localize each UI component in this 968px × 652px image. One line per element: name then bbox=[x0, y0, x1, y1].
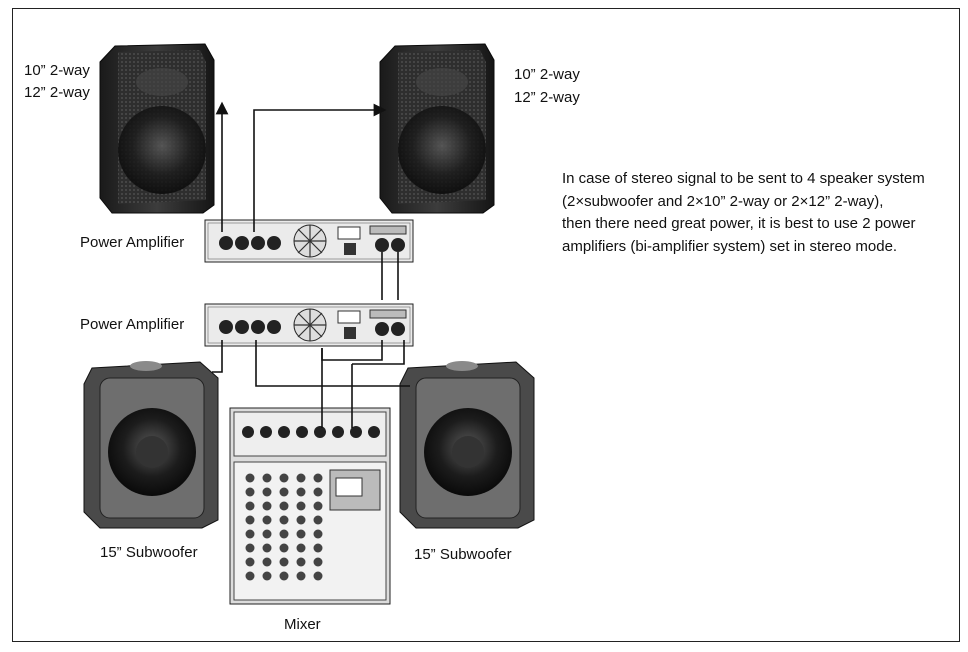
mixer-knob bbox=[313, 529, 323, 539]
mixer-jack bbox=[350, 426, 362, 438]
mixer-knob-grid bbox=[245, 473, 323, 581]
mixer-knob bbox=[296, 529, 306, 539]
power-amplifier-top bbox=[204, 219, 414, 263]
mixer bbox=[229, 407, 391, 605]
mixer-knob bbox=[279, 557, 289, 567]
mixer-knob bbox=[262, 543, 272, 553]
speaker-left-label-10in: 10” 2-way bbox=[24, 62, 90, 79]
mixer-knob bbox=[296, 501, 306, 511]
mixer-knob bbox=[262, 529, 272, 539]
mixer-knob bbox=[262, 501, 272, 511]
mixer-knob bbox=[262, 557, 272, 567]
mixer-knob bbox=[245, 571, 255, 581]
speaker-left-label-12in: 12” 2-way bbox=[24, 84, 90, 101]
mixer-knob bbox=[296, 571, 306, 581]
mixer-knob bbox=[279, 543, 289, 553]
mixer-knob bbox=[245, 557, 255, 567]
mixer-knob bbox=[313, 571, 323, 581]
diagram-frame bbox=[12, 8, 960, 642]
mixer-knob bbox=[313, 473, 323, 483]
cables bbox=[212, 101, 410, 428]
mixer-knob bbox=[313, 501, 323, 511]
mixer-knob bbox=[296, 557, 306, 567]
mixer-knob bbox=[279, 529, 289, 539]
mixer-knob bbox=[245, 529, 255, 539]
mixer-knob bbox=[296, 543, 306, 553]
speaker-right-label-10in: 10” 2-way bbox=[514, 66, 580, 83]
mixer-knob bbox=[262, 487, 272, 497]
mixer-knob bbox=[313, 515, 323, 525]
description-line: (2×subwoofer and 2×10” 2-way or 2×12” 2-… bbox=[562, 192, 884, 210]
mixer-knob bbox=[279, 487, 289, 497]
mixer-jack bbox=[296, 426, 308, 438]
mixer-knob bbox=[296, 487, 306, 497]
mixer-knob bbox=[262, 571, 272, 581]
mixer-jack bbox=[332, 426, 344, 438]
mixer-jack bbox=[242, 426, 254, 438]
subwoofer-left bbox=[83, 361, 219, 529]
subwoofer-right bbox=[399, 361, 535, 529]
mixer-knob bbox=[296, 515, 306, 525]
mixer-knob bbox=[279, 571, 289, 581]
mixer-knob bbox=[245, 501, 255, 511]
mixer-knob bbox=[313, 557, 323, 567]
speaker-left-2way bbox=[99, 43, 215, 214]
subwoofer-left-label: 15” Subwoofer bbox=[100, 544, 198, 561]
description-line: then there need great power, it is best … bbox=[562, 215, 916, 232]
mixer-knob bbox=[279, 501, 289, 511]
mixer-knob bbox=[262, 473, 272, 483]
description-line: amplifiers (bi-amplifier system) set in … bbox=[562, 237, 898, 255]
speaker-right-2way bbox=[379, 43, 495, 214]
mixer-knob bbox=[313, 543, 323, 553]
mixer-knob bbox=[245, 487, 255, 497]
mixer-knob bbox=[262, 515, 272, 525]
mixer-knob bbox=[279, 473, 289, 483]
mixer-knob bbox=[279, 515, 289, 525]
mixer-knob bbox=[245, 515, 255, 525]
subwoofer-right-label: 15” Subwoofer bbox=[414, 546, 512, 563]
speaker-right-label-12in: 12” 2-way bbox=[514, 89, 580, 106]
mixer-label: Mixer bbox=[284, 616, 321, 633]
power-amplifier-bottom bbox=[204, 303, 414, 347]
description-text: In case of stereo signal to be sent to 4… bbox=[562, 168, 962, 258]
mixer-knob bbox=[245, 473, 255, 483]
mixer-knob bbox=[296, 473, 306, 483]
mixer-knob bbox=[313, 487, 323, 497]
mixer-jack bbox=[368, 426, 380, 438]
mixer-knob bbox=[245, 543, 255, 553]
mixer-jack bbox=[260, 426, 272, 438]
description-line: In case of stereo signal to be sent to 4… bbox=[562, 170, 925, 187]
amp-top-label: Power Amplifier bbox=[80, 234, 185, 251]
mixer-jacks bbox=[242, 426, 380, 438]
mixer-jack bbox=[278, 426, 290, 438]
amp-bottom-label: Power Amplifier bbox=[80, 316, 185, 333]
mixer-jack bbox=[314, 426, 326, 438]
